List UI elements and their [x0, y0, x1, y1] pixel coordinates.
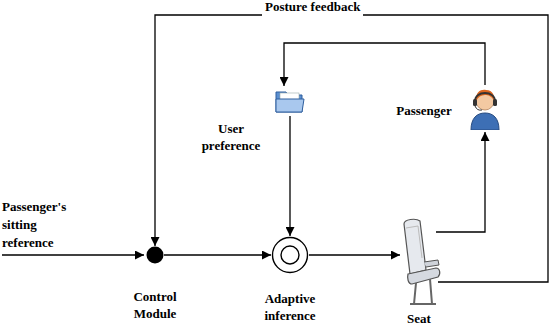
connector	[284, 43, 485, 86]
node-label: Passenger	[386, 102, 462, 119]
connector	[289, 116, 290, 236]
connector	[309, 254, 400, 255]
connector	[155, 15, 548, 282]
input-label: Passenger's sitting reference	[2, 198, 84, 252]
input-arrow	[2, 254, 144, 255]
node-label: User preference	[195, 120, 267, 154]
node-label: Seat	[399, 310, 439, 327]
node-label: Adaptive inference	[249, 290, 331, 324]
node-label: Control Module	[120, 288, 190, 322]
passenger-icon: Passenger	[468, 86, 502, 130]
connector	[436, 132, 485, 232]
preference-folder: User preference	[275, 88, 305, 114]
inference-circle: Adaptive inference	[271, 236, 309, 274]
control-dot: Control Module	[146, 246, 164, 264]
seat-icon: Seat	[396, 218, 442, 310]
connector	[164, 254, 271, 255]
edge-label: Posture feedback	[262, 0, 363, 16]
